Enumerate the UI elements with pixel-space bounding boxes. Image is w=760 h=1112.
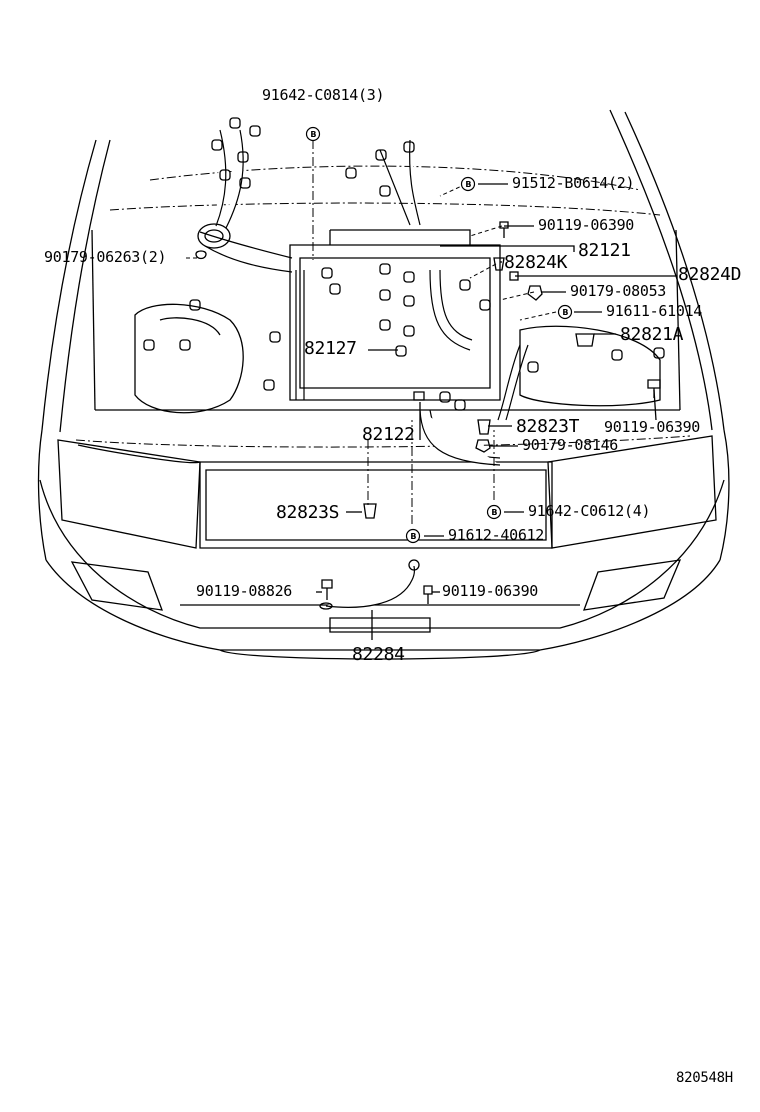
callout-90119-06390-a: 90119-06390 (538, 216, 634, 234)
svg-text:B: B (310, 130, 316, 139)
callout-82127: 82127 (304, 338, 357, 359)
b-badges: B B B B B (305, 126, 573, 544)
callout-82122: 82122 (362, 424, 415, 445)
nut-icon (475, 439, 491, 453)
fasteners (195, 221, 661, 604)
b-badge-icon: B (460, 176, 476, 192)
clip-icon (363, 503, 377, 519)
callout-82824d: 82824D (678, 264, 741, 285)
callout-91642-c0612: 91642-C0612(4) (528, 502, 650, 520)
clip-icon (509, 271, 519, 281)
callout-82823s: 82823S (276, 502, 339, 523)
svg-text:B: B (465, 180, 471, 189)
callout-82121: 82121 (578, 240, 631, 261)
drawing-number: 820548H (676, 1070, 733, 1086)
clamp-icon (575, 333, 595, 347)
bolt-icon (423, 585, 433, 604)
b-badge-icon: B (486, 504, 502, 520)
connectors (143, 117, 665, 411)
svg-text:B: B (562, 308, 568, 317)
callout-90179-06263: 90179-06263(2) (44, 248, 166, 266)
nut-icon (527, 285, 543, 301)
callout-82284: 82284 (352, 644, 405, 665)
car-body-outline (37, 109, 730, 660)
callout-90119-06390-b: 90119-06390 (604, 418, 700, 436)
callout-91512-b0614: 91512-B0614(2) (512, 174, 634, 192)
clip-icon (477, 419, 491, 435)
b-badge-icon: B (305, 126, 321, 142)
clip-icon (493, 257, 505, 271)
svg-text:B: B (410, 532, 416, 541)
svg-text:B: B (491, 508, 497, 517)
ground-strap (319, 559, 420, 610)
b-badge-icon: B (405, 528, 421, 544)
bolt-icon (647, 379, 661, 398)
clip-icon (195, 250, 207, 260)
engine-assembly (134, 117, 665, 466)
callout-82821a: 82821A (620, 324, 684, 345)
bolt-icon (499, 221, 509, 238)
callout-90179-08146: 90179-08146 (522, 436, 618, 454)
callout-90119-06390-c: 90119-06390 (442, 582, 538, 600)
callout-90119-08826: 90119-08826 (196, 582, 292, 600)
callout-82823t: 82823T (516, 416, 580, 437)
callout-91642-c0814: 91642-C0814(3) (262, 86, 384, 104)
clip-icon (413, 391, 425, 401)
callout-82824k: 82824K (504, 252, 568, 273)
callout-91612-40612: 91612-40612 (448, 526, 544, 544)
callout-90179-08053: 90179-08053 (570, 282, 666, 300)
leader-lines (186, 140, 676, 640)
callout-labels: 91642-C0814(3) 91512-B0614(2) 90119-0639… (44, 86, 742, 665)
b-badge-icon: B (557, 304, 573, 320)
callout-91611-61014: 91611-61014 (606, 302, 702, 320)
bolt-icon (321, 579, 333, 600)
